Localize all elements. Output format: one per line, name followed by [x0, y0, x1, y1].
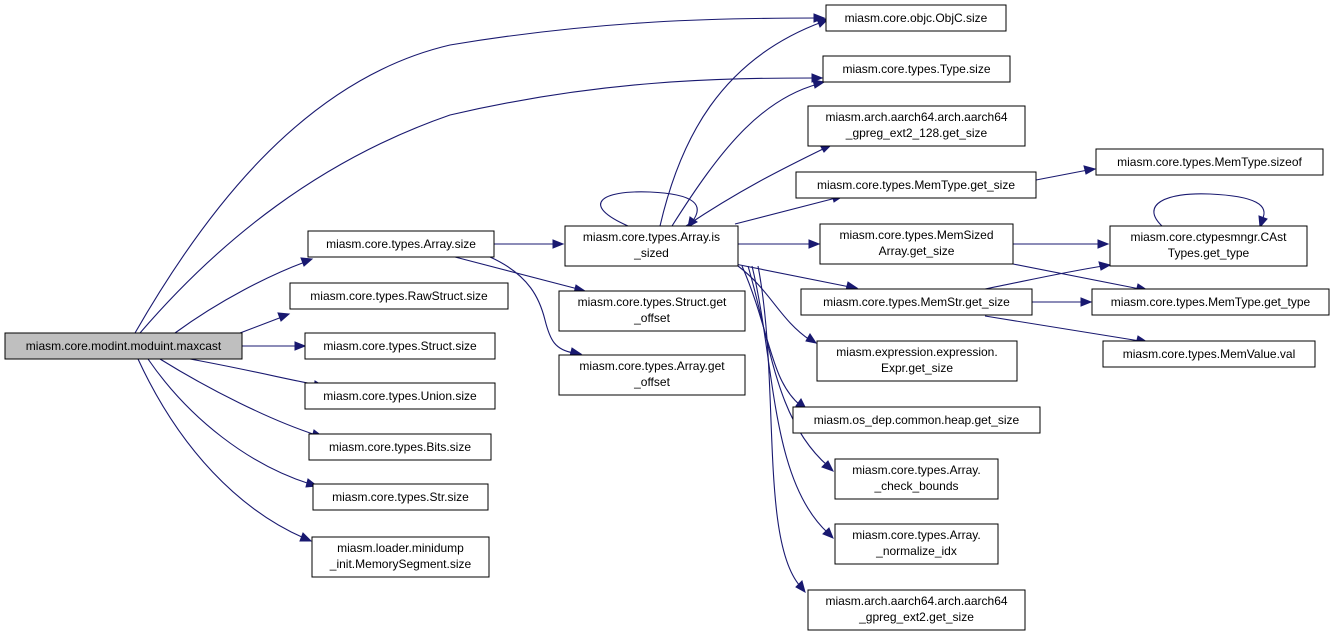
- node-expr-get-size-label-1: miasm.expression.expression.: [836, 345, 997, 359]
- node-memtype-get-size-label: miasm.core.types.MemType.get_size: [817, 178, 1015, 192]
- node-array-is-sized-label-1: miasm.core.types.Array.is: [583, 230, 720, 244]
- edge-maxcast-rawstruct-size: [239, 312, 291, 334]
- node-heap-get-size[interactable]: miasm.os_dep.common.heap.get_size: [792, 406, 1041, 434]
- node-memtype-get-size[interactable]: miasm.core.types.MemType.get_size: [795, 171, 1037, 199]
- node-memvalue-val-label: miasm.core.types.MemValue.val: [1123, 347, 1296, 361]
- edge-issized-gpreg-getsize: [757, 265, 806, 594]
- node-array-size[interactable]: miasm.core.types.Array.size: [307, 230, 495, 258]
- node-array-get-offset[interactable]: miasm.core.types.Array.get _offset: [558, 354, 746, 396]
- edge-memsized-castypes: [1013, 239, 1110, 249]
- node-str-size-label: miasm.core.types.Str.size: [332, 490, 469, 504]
- node-gpreg128-get-size-label-1: miasm.arch.aarch64.arch.aarch64: [825, 110, 1007, 124]
- node-rawstruct-size[interactable]: miasm.core.types.RawStruct.size: [289, 282, 509, 310]
- node-bits-size[interactable]: miasm.core.types.Bits.size: [308, 433, 492, 461]
- node-struct-get-offset-label-1: miasm.core.types.Struct.get: [578, 295, 727, 309]
- node-normalize-idx-label-1: miasm.core.types.Array.: [852, 528, 980, 542]
- node-memstr-get-size[interactable]: miasm.core.types.MemStr.get_size: [800, 288, 1033, 316]
- node-memtype-get-type[interactable]: miasm.core.types.MemType.get_type: [1091, 288, 1330, 316]
- node-check-bounds-label-1: miasm.core.types.Array.: [852, 463, 980, 477]
- node-memsized-get-size[interactable]: miasm.core.types.MemSized Array.get_size: [819, 223, 1014, 265]
- node-memseg-size-label-2: _init.MemorySegment.size: [329, 557, 472, 571]
- node-check-bounds-label-2: _check_bounds: [873, 479, 958, 493]
- node-rawstruct-size-label: miasm.core.types.RawStruct.size: [310, 289, 488, 303]
- node-gpreg-get-size-label-2: _gpreg_ext2.get_size: [858, 610, 974, 624]
- node-memsized-get-size-label-2: Array.get_size: [879, 244, 955, 258]
- edge-issized-checkbounds: [747, 265, 835, 472]
- edge-maxcast-struct-size: [242, 341, 307, 351]
- node-struct-get-offset[interactable]: miasm.core.types.Struct.get _offset: [558, 290, 746, 332]
- node-array-size-label: miasm.core.types.Array.size: [326, 237, 476, 251]
- node-memseg-size-label-1: miasm.loader.minidump: [337, 541, 464, 555]
- edge-maxcast-array-size: [174, 257, 314, 334]
- node-maxcast[interactable]: miasm.core.modint.moduint.maxcast: [4, 332, 243, 360]
- node-memtype-get-type-label: miasm.core.types.MemType.get_type: [1111, 295, 1311, 309]
- edge-issized-memsized-getsize: [738, 239, 821, 249]
- node-normalize-idx[interactable]: miasm.core.types.Array. _normalize_idx: [834, 523, 999, 565]
- edge-memstr-memtype-gettype: [1032, 297, 1093, 307]
- edge-castypes-self: [1153, 193, 1268, 229]
- node-struct-size-label: miasm.core.types.Struct.size: [323, 339, 477, 353]
- node-type-size[interactable]: miasm.core.types.Type.size: [822, 55, 1011, 83]
- edge-issized-expr-getsize: [737, 265, 818, 344]
- edge-issized-heap-getsize: [741, 265, 807, 410]
- edge-issized-memstr-getsize: [734, 263, 859, 291]
- edge-maxcast-bits-size: [159, 358, 325, 439]
- edge-issized-normalizeidx: [751, 265, 834, 539]
- node-union-size-label: miasm.core.types.Union.size: [323, 389, 477, 403]
- node-bits-size-label: miasm.core.types.Bits.size: [329, 440, 471, 454]
- node-memstr-get-size-label: miasm.core.types.MemStr.get_size: [823, 295, 1010, 309]
- node-gpreg128-get-size-label-2: _gpreg_ext2_128.get_size: [845, 126, 988, 140]
- call-graph-nodes: miasm.core.modint.moduint.maxcast miasm.…: [4, 4, 1330, 631]
- node-check-bounds[interactable]: miasm.core.types.Array. _check_bounds: [834, 458, 999, 500]
- edge-memstr-castypes: [984, 261, 1112, 290]
- node-expr-get-size-label-2: Expr.get_size: [881, 361, 953, 375]
- node-array-is-sized-label-2: _sized: [633, 246, 669, 260]
- node-str-size[interactable]: miasm.core.types.Str.size: [312, 483, 489, 511]
- node-struct-get-offset-label-2: _offset: [633, 311, 670, 325]
- node-expr-get-size[interactable]: miasm.expression.expression. Expr.get_si…: [816, 340, 1018, 382]
- node-memvalue-val[interactable]: miasm.core.types.MemValue.val: [1102, 340, 1316, 368]
- node-struct-size[interactable]: miasm.core.types.Struct.size: [304, 332, 496, 360]
- node-memtype-sizeof[interactable]: miasm.core.types.MemType.sizeof: [1095, 148, 1324, 176]
- node-gpreg-get-size[interactable]: miasm.arch.aarch64.arch.aarch64 _gpreg_e…: [807, 589, 1026, 631]
- edge-arraysize-array-get-offset: [489, 256, 583, 357]
- node-objc-size-label: miasm.core.objc.ObjC.size: [845, 11, 988, 25]
- node-castypes-get-type-label-1: miasm.core.ctypesmngr.CAst: [1130, 230, 1287, 244]
- edge-memstr-memvalue: [984, 315, 1149, 345]
- edge-maxcast-memseg-size: [137, 358, 313, 542]
- edge-issized-type-size: [671, 79, 826, 227]
- node-union-size[interactable]: miasm.core.types.Union.size: [304, 382, 496, 410]
- edge-memsized-memtype-gettype: [1012, 263, 1149, 293]
- node-array-get-offset-label-1: miasm.core.types.Array.get: [579, 359, 725, 373]
- node-memtype-sizeof-label: miasm.core.types.MemType.sizeof: [1117, 155, 1302, 169]
- node-maxcast-label: miasm.core.modint.moduint.maxcast: [26, 339, 222, 353]
- node-array-get-offset-label-2: _offset: [633, 375, 670, 389]
- node-normalize-idx-label-2: _normalize_idx: [875, 544, 957, 558]
- node-memsized-get-size-label-1: miasm.core.types.MemSized: [839, 228, 993, 242]
- node-gpreg-get-size-label-1: miasm.arch.aarch64.arch.aarch64: [825, 594, 1007, 608]
- node-heap-get-size-label: miasm.os_dep.common.heap.get_size: [814, 413, 1020, 427]
- node-castypes-get-type-label-2: Types.get_type: [1168, 246, 1250, 260]
- node-castypes-get-type[interactable]: miasm.core.ctypesmngr.CAst Types.get_typ…: [1109, 225, 1308, 267]
- node-array-is-sized[interactable]: miasm.core.types.Array.is _sized: [564, 225, 739, 267]
- node-gpreg128-get-size[interactable]: miasm.arch.aarch64.arch.aarch64 _gpreg_e…: [807, 105, 1026, 147]
- edge-memtype-getsize-sizeof: [1035, 165, 1097, 181]
- edge-arraysize-issized: [494, 239, 565, 249]
- node-memseg-size[interactable]: miasm.loader.minidump _init.MemorySegmen…: [311, 536, 490, 578]
- node-objc-size[interactable]: miasm.core.objc.ObjC.size: [825, 4, 1007, 32]
- node-type-size-label: miasm.core.types.Type.size: [842, 62, 990, 76]
- edge-issized-objc-size: [659, 18, 830, 227]
